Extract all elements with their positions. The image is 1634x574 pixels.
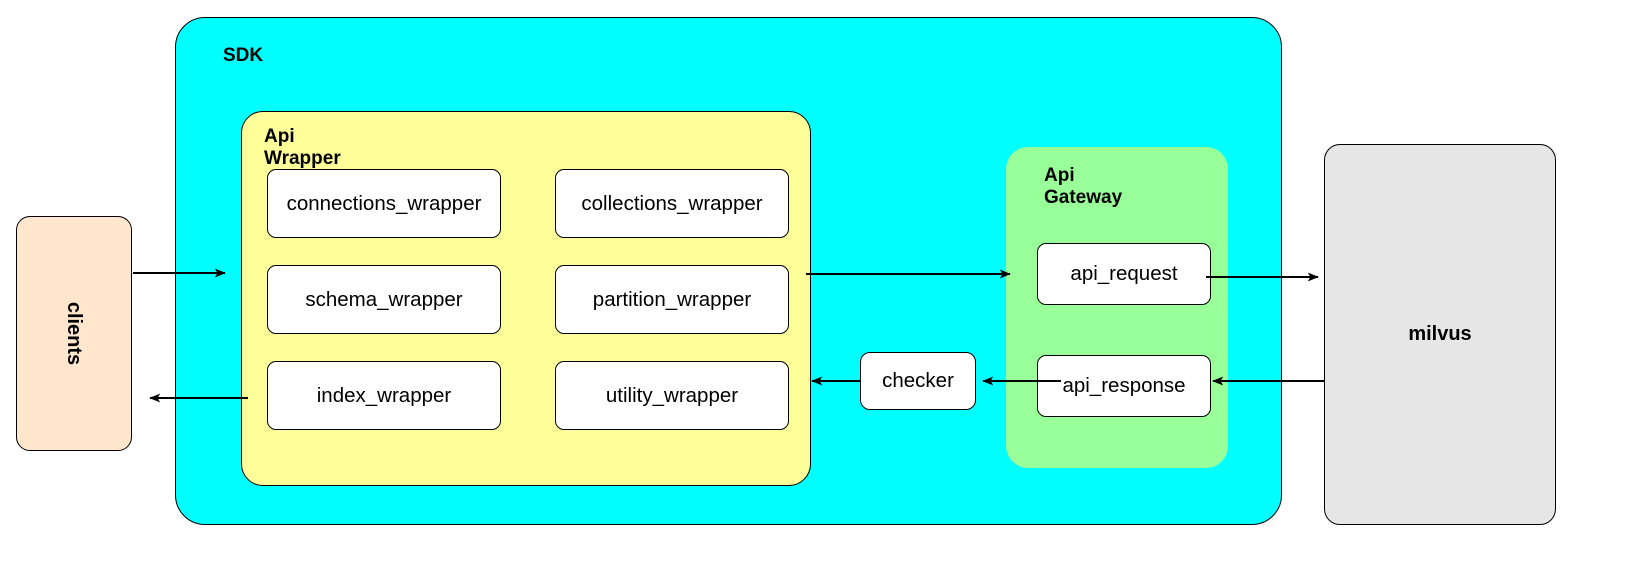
module-collections-wrapper[interactable]: collections_wrapper xyxy=(555,169,789,238)
module-index-wrapper[interactable]: index_wrapper xyxy=(267,361,501,430)
module-api-response[interactable]: api_response xyxy=(1037,355,1211,417)
module-label: connections_wrapper xyxy=(286,191,482,215)
api-wrapper-title: Api Wrapper xyxy=(264,126,341,170)
clients-node[interactable]: clients xyxy=(16,216,132,451)
module-connections-wrapper[interactable]: connections_wrapper xyxy=(267,169,501,238)
module-label: partition_wrapper xyxy=(592,287,752,311)
sdk-container[interactable]: SDK Api Wrapper connections_wrapper coll… xyxy=(175,17,1282,525)
milvus-label: milvus xyxy=(1408,323,1472,345)
module-label: api_request xyxy=(1070,262,1178,285)
module-api-request[interactable]: api_request xyxy=(1037,243,1211,305)
api-gateway-container[interactable]: Api Gateway api_request api_response xyxy=(1006,147,1228,468)
module-label: index_wrapper xyxy=(316,383,452,407)
api-gateway-title: Api Gateway xyxy=(1044,165,1123,209)
module-label: schema_wrapper xyxy=(305,287,463,311)
sdk-title: SDK xyxy=(223,45,264,66)
api-wrapper-container[interactable]: Api Wrapper connections_wrapper collecti… xyxy=(241,111,811,486)
module-utility-wrapper[interactable]: utility_wrapper xyxy=(555,361,789,430)
module-label: utility_wrapper xyxy=(605,383,739,407)
module-label: collections_wrapper xyxy=(581,191,763,215)
module-partition-wrapper[interactable]: partition_wrapper xyxy=(555,265,789,334)
module-schema-wrapper[interactable]: schema_wrapper xyxy=(267,265,501,334)
clients-label: clients xyxy=(63,301,86,366)
checker-label: checker xyxy=(882,369,954,392)
milvus-node[interactable]: milvus xyxy=(1324,144,1556,525)
checker-node[interactable]: checker xyxy=(860,352,976,410)
module-label: api_response xyxy=(1062,374,1186,397)
